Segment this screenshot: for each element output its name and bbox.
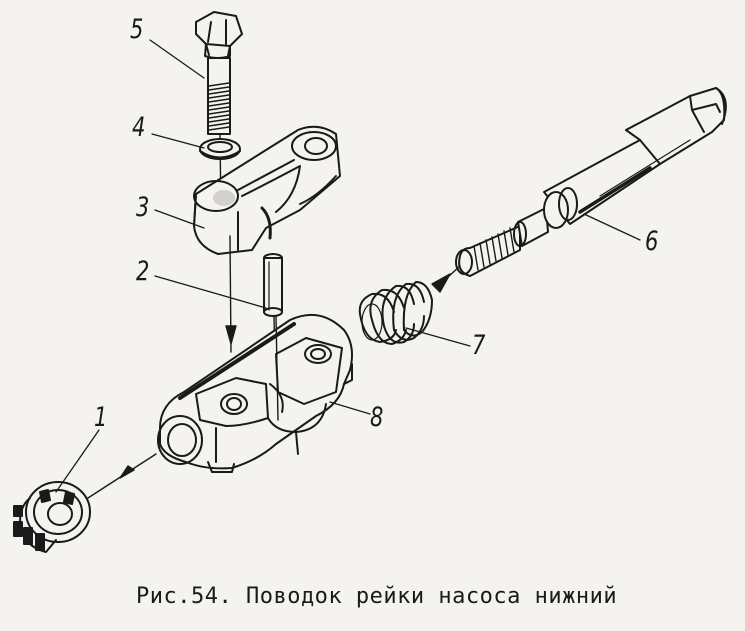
leader-lines — [55, 39, 641, 493]
rod-part — [455, 87, 727, 277]
label-7: 7 — [472, 330, 486, 361]
label-5: 5 — [130, 14, 144, 45]
label-4: 4 — [132, 112, 146, 143]
bushing-part — [13, 481, 91, 553]
clamp-cap-part — [193, 125, 341, 255]
lever-body-part — [157, 313, 353, 473]
figure-caption: Рис.54. Поводок рейки насоса нижний — [136, 584, 618, 609]
label-6: 6 — [645, 226, 659, 257]
label-3: 3 — [136, 192, 150, 223]
label-8: 8 — [370, 402, 384, 433]
label-2: 2 — [136, 256, 150, 287]
spring-part — [358, 281, 433, 345]
washer-part — [199, 138, 241, 160]
assembly-arrows — [87, 235, 461, 499]
label-1: 1 — [94, 402, 108, 433]
